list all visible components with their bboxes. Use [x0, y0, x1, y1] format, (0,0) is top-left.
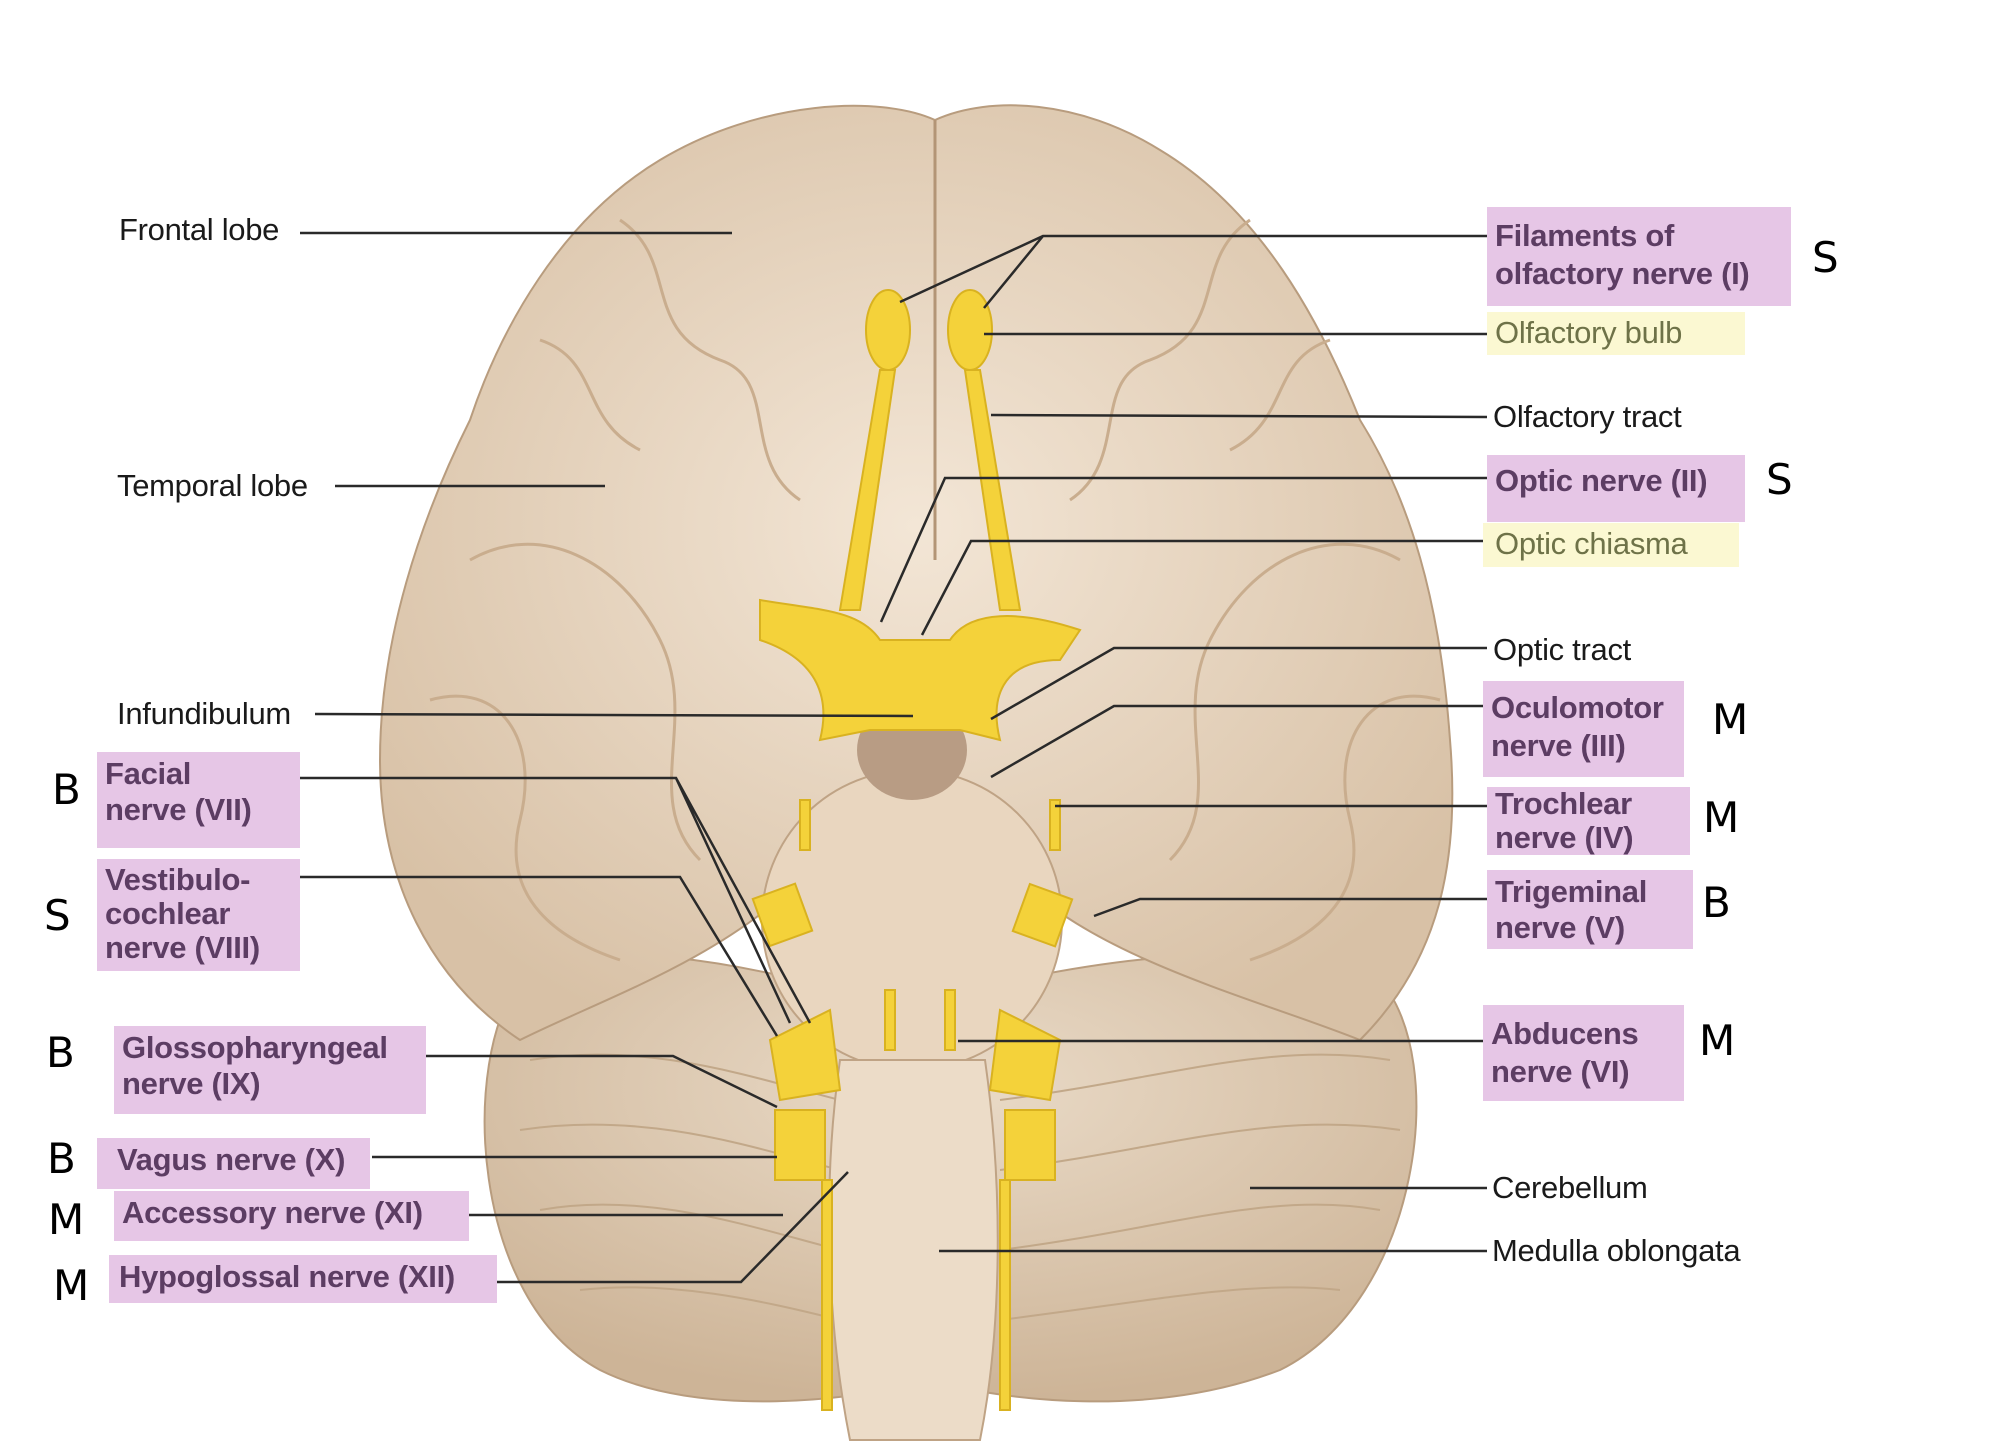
label-vagus-nerve: Vagus nerve (X)	[97, 1138, 370, 1189]
trigeminal-line-1: Trigeminal	[1495, 874, 1648, 909]
type-optic: S	[1766, 455, 1793, 504]
label-optic-chiasma: Optic chiasma	[1483, 523, 1739, 567]
type-olfactory: S	[1812, 233, 1839, 282]
filaments-line-1: Filaments of	[1495, 218, 1674, 253]
facial-line-2: nerve (VII)	[105, 792, 252, 827]
oculomotor-line-2: nerve (III)	[1491, 728, 1626, 763]
type-trigeminal: B	[1702, 878, 1731, 927]
trochlear-line-1: Trochlear	[1495, 786, 1632, 821]
type-accessory: M	[48, 1195, 85, 1244]
cranial-nerves	[751, 289, 1082, 1411]
vestibulocochlear-line-1: Vestibulo-	[105, 862, 251, 897]
type-abducens: M	[1699, 1016, 1736, 1065]
label-medulla-oblongata: Medulla oblongata	[1492, 1233, 1741, 1268]
gyri	[429, 218, 1441, 962]
label-facial-nerve: Facial nerve (VII)	[97, 752, 300, 848]
vestibulocochlear-line-3: nerve (VIII)	[105, 930, 260, 965]
type-hypoglossal: M	[53, 1261, 90, 1310]
facial-line-1: Facial	[105, 756, 192, 791]
type-oculomotor: M	[1712, 695, 1749, 744]
trochlear-line-2: nerve (IV)	[1495, 820, 1634, 855]
label-abducens-nerve: Abducens nerve (VI)	[1483, 1005, 1684, 1101]
vestibulocochlear-line-2: cochlear	[105, 896, 231, 931]
label-olfactory-filaments: Filaments of olfactory nerve (I)	[1487, 207, 1791, 306]
type-vestibulocochlear: S	[44, 891, 71, 940]
label-frontal-lobe: Frontal lobe	[119, 212, 280, 247]
label-olfactory-bulb: Olfactory bulb	[1487, 312, 1745, 355]
glossopharyngeal-line-2: nerve (IX)	[122, 1066, 261, 1101]
trigeminal-line-2: nerve (V)	[1495, 910, 1625, 945]
oculomotor-line-1: Oculomotor	[1491, 690, 1664, 725]
label-trochlear-nerve: Trochlear nerve (IV)	[1487, 787, 1690, 855]
type-trochlear: M	[1703, 793, 1740, 842]
label-cerebellum: Cerebellum	[1492, 1170, 1648, 1205]
abducens-line-1: Abducens	[1491, 1016, 1639, 1051]
filaments-line-2: olfactory nerve (I)	[1495, 256, 1750, 291]
label-infundibulum: Infundibulum	[117, 696, 291, 731]
label-trigeminal-nerve: Trigeminal nerve (V)	[1487, 870, 1693, 949]
label-vestibulocochlear-nerve: Vestibulo- cochlear nerve (VIII)	[97, 859, 300, 971]
label-optic-nerve: Optic nerve (II)	[1487, 455, 1745, 522]
label-temporal-lobe: Temporal lobe	[117, 468, 308, 503]
abducens-line-2: nerve (VI)	[1491, 1054, 1630, 1089]
glossopharyngeal-line-1: Glossopharyngeal	[122, 1030, 388, 1065]
label-accessory-nerve: Accessory nerve (XI)	[114, 1191, 469, 1241]
label-oculomotor-nerve: Oculomotor nerve (III)	[1483, 681, 1684, 777]
label-hypoglossal-nerve: Hypoglossal nerve (XII)	[109, 1255, 497, 1303]
type-facial: B	[52, 765, 81, 814]
label-optic-tract: Optic tract	[1493, 632, 1631, 667]
label-olfactory-tract: Olfactory tract	[1493, 399, 1682, 434]
type-glossopharyngeal: B	[46, 1028, 75, 1077]
leader-lines	[218, 231, 1488, 1284]
type-vagus: B	[47, 1134, 76, 1183]
label-glossopharyngeal-nerve: Glossopharyngeal nerve (IX)	[114, 1026, 426, 1114]
